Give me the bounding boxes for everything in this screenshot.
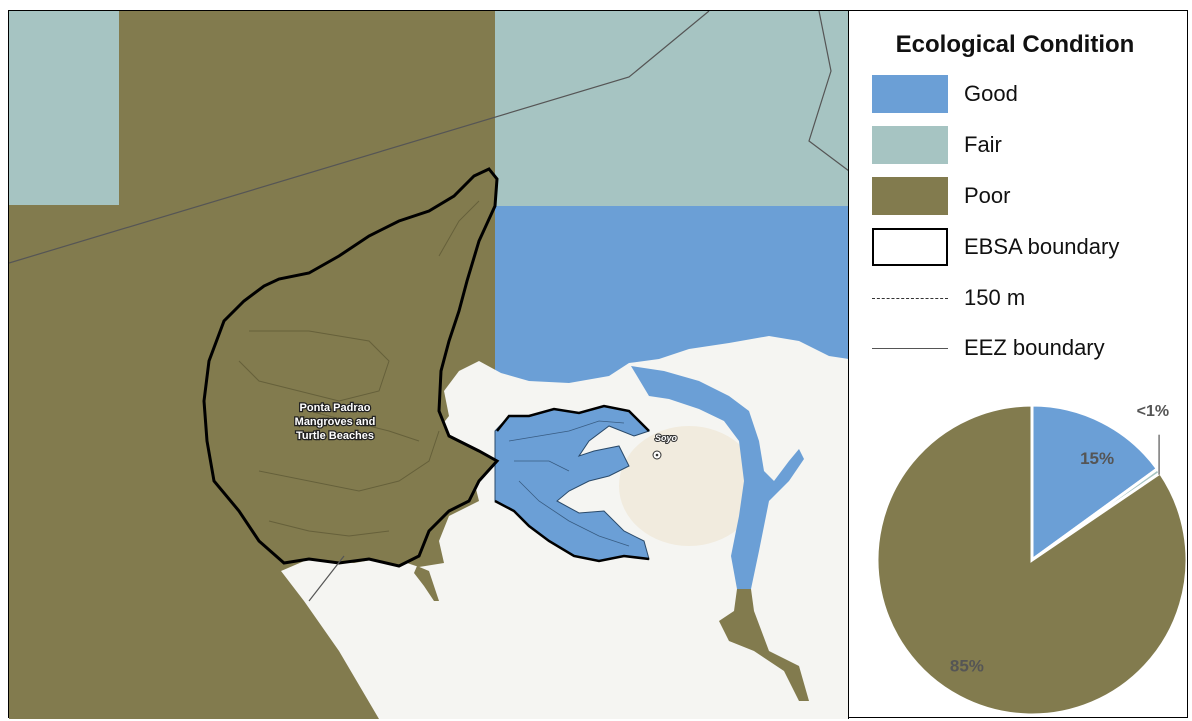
legend-title: Ecological Condition bbox=[895, 31, 1135, 58]
good-swatch bbox=[872, 75, 948, 113]
fair-swatch bbox=[872, 126, 948, 164]
estuary-contours bbox=[508, 420, 630, 547]
contour-lines bbox=[238, 200, 480, 537]
ebsa-label-line2: Mangroves and bbox=[295, 416, 376, 428]
ebsa-swatch bbox=[872, 228, 948, 266]
legend-label-150m: 150 m bbox=[964, 285, 1026, 310]
legend-label-poor: Poor bbox=[964, 183, 1011, 208]
map-panel[interactable]: Ponta Padrao Mangroves and Turtle Beache… bbox=[9, 11, 849, 719]
legend-label-good: Good bbox=[964, 81, 1018, 106]
ebsa-label-line3: Turtle Beaches bbox=[296, 430, 374, 442]
eez-boundary-line bbox=[9, 11, 848, 264]
legend-label-eez: EEZ boundary bbox=[964, 335, 1105, 360]
river-good bbox=[631, 366, 804, 589]
dashed-line-swatch bbox=[872, 298, 948, 299]
pie-label-2: 85% bbox=[950, 657, 984, 676]
legend-panel: Ecological Condition Good Fair Poor EBSA… bbox=[850, 11, 1187, 717]
ebsa-boundary-west bbox=[202, 167, 500, 568]
legend-label-fair: Fair bbox=[964, 132, 1002, 157]
map-canvas: Ponta Padrao Mangroves and Turtle Beache… bbox=[9, 11, 848, 719]
fair-area-northeast bbox=[495, 11, 848, 206]
poor-swatch bbox=[872, 177, 948, 215]
pie-label-0: 15% bbox=[1080, 449, 1114, 468]
figure-frame: Ponta Padrao Mangroves and Turtle Beache… bbox=[8, 10, 1188, 719]
pie-slice-2[interactable] bbox=[875, 403, 1187, 717]
solid-line-swatch bbox=[872, 348, 948, 349]
eez-boundary-south bbox=[308, 555, 345, 602]
ebsa-boundary-east bbox=[494, 404, 650, 563]
pie-slice-0[interactable] bbox=[1030, 403, 1160, 563]
fair-area-northwest bbox=[9, 11, 119, 205]
creek-poor bbox=[414, 566, 439, 601]
river-poor bbox=[719, 589, 809, 701]
pie-chart[interactable]: 15% <1% 85% bbox=[850, 391, 1187, 717]
legend-label-ebsa: EBSA boundary bbox=[964, 234, 1120, 259]
pie-label-1: <1% bbox=[1137, 403, 1169, 420]
town-label: Soyo bbox=[655, 433, 678, 443]
ebsa-label-line1: Ponta Padrao bbox=[300, 402, 371, 414]
